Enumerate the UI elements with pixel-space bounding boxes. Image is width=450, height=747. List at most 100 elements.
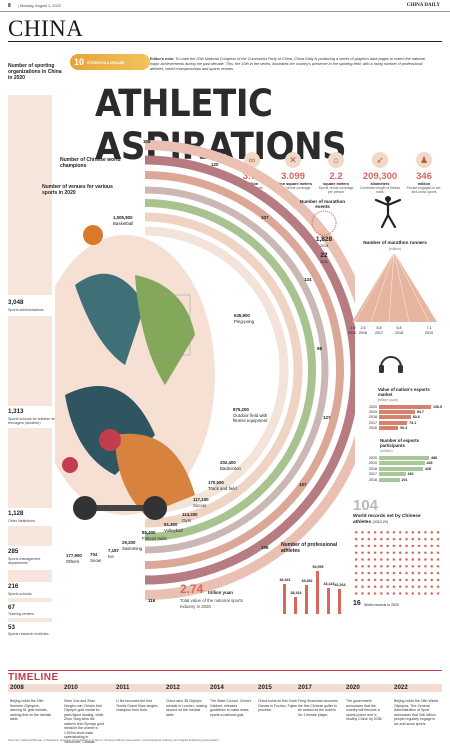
stadium-icon: ⌂ bbox=[328, 152, 344, 168]
champions-label: Number of Chinese world champions bbox=[60, 157, 121, 169]
athlete-bar bbox=[338, 588, 341, 614]
marathon-runners-unit: (million) bbox=[388, 247, 402, 251]
venue-value: 202,400 bbox=[220, 460, 236, 465]
timeline-bar bbox=[8, 684, 442, 692]
org-label: Training centers bbox=[8, 612, 34, 616]
tick-label: 108 bbox=[143, 139, 151, 144]
bar-value: 136.5 bbox=[433, 405, 442, 409]
bar-year: 2016 bbox=[369, 425, 377, 430]
timeline-text: Beijing holds the 29th Summer Olympics, … bbox=[10, 699, 52, 722]
esports-market-unit: (billion yuan) bbox=[378, 398, 399, 402]
stat-unit: kilometers bbox=[370, 182, 390, 186]
venue-value: 875,200 bbox=[233, 407, 249, 412]
badge-text: STRIDES IN A DECADE bbox=[87, 60, 125, 65]
marathon-2011-value: 22 bbox=[320, 252, 328, 259]
runner-year: 2015 bbox=[348, 331, 356, 335]
runner-value: 5.8 bbox=[396, 326, 402, 330]
runner-year: 2016 bbox=[359, 331, 367, 335]
venue-label: Others bbox=[66, 558, 80, 564]
athlete-value: 42,264 bbox=[334, 582, 346, 587]
athlete-value: 46,341 bbox=[279, 578, 291, 583]
athlete-bar bbox=[305, 585, 308, 614]
runner-year: 2017 bbox=[375, 331, 383, 335]
tick-label: 98 bbox=[317, 346, 323, 351]
bar-value: 428 bbox=[425, 466, 431, 471]
bar-value: 445 bbox=[426, 461, 433, 466]
marathon-events-label: Number of marathon events bbox=[299, 199, 346, 209]
bar-year: 2018 bbox=[369, 466, 377, 471]
page-date: | Monday, August 1, 2022 bbox=[18, 3, 61, 8]
arc-rings bbox=[144, 140, 355, 600]
basketball-icon bbox=[83, 225, 103, 245]
stat-per-person: ⌂ 2.2 square meters Sports venue coverag… bbox=[318, 152, 354, 194]
venue-value: 7,187 bbox=[108, 548, 119, 553]
page-header: 8 | Monday, August 1, 2022 CHINA DAILY bbox=[0, 0, 450, 12]
badge-number: 10 bbox=[74, 57, 85, 67]
marathon-dot-circle bbox=[311, 210, 337, 236]
arc-graphic: 108 120 107 124 98 127 107 106 116 bbox=[55, 139, 355, 603]
editors-note: Editor's note: To mark the 20th National… bbox=[150, 57, 435, 72]
runner-value: 5.8 bbox=[376, 326, 382, 330]
org-label: Sports research institutes bbox=[8, 632, 49, 636]
athletes-label: Number of professional athletes bbox=[281, 542, 338, 554]
section-rule bbox=[8, 41, 442, 42]
venue-value: 85,400 bbox=[142, 530, 156, 535]
runner-year: 2018 bbox=[395, 331, 403, 335]
runner-year: 2019 bbox=[425, 331, 433, 335]
tick-label: 106 bbox=[261, 545, 269, 550]
timeline-year: 2014 bbox=[210, 684, 224, 691]
timeline-header: TIMELINE bbox=[8, 670, 442, 684]
timeline-year: 2011 bbox=[116, 684, 130, 691]
org-label: Sports schools for children and teenager… bbox=[8, 417, 58, 425]
org-label: Other institutions bbox=[8, 519, 35, 523]
timeline-year: 2008 bbox=[10, 684, 24, 691]
stat-value: 3.099 bbox=[281, 171, 305, 182]
bar-year: 2018 bbox=[369, 415, 377, 420]
org-label: Sports schools bbox=[8, 592, 32, 596]
market-bar bbox=[379, 405, 431, 409]
dot-grid-schools bbox=[8, 316, 52, 406]
tick-label: 107 bbox=[299, 482, 307, 487]
timeline-year: 2022 bbox=[394, 684, 408, 691]
venue-value: 635,900 bbox=[234, 313, 250, 318]
editors-note-text: To mark the 20th National Congress of th… bbox=[150, 57, 426, 72]
tick-label: 120 bbox=[211, 162, 219, 167]
tick-label: 124 bbox=[304, 277, 312, 282]
venue-label: Basketball bbox=[113, 220, 134, 226]
runner-value: 7.1 bbox=[426, 326, 432, 330]
timeline-year: 2012 bbox=[166, 684, 180, 691]
stat-unit: million bbox=[417, 182, 431, 186]
venue-label: Snow bbox=[90, 557, 101, 563]
athlete-bar bbox=[283, 584, 286, 614]
market-bar bbox=[379, 420, 408, 425]
dot-grid-admin bbox=[8, 95, 52, 295]
org-value: 285 bbox=[8, 548, 19, 555]
athlete-value: 38,164 bbox=[290, 591, 302, 596]
stat-value: 209,300 bbox=[362, 171, 398, 182]
records-2020-value: 16 bbox=[353, 600, 361, 607]
timeline-text: The State Council, China's Cabinet, rele… bbox=[210, 699, 252, 717]
sports-orgs-heading: Number of sporting organizations in Chin… bbox=[8, 63, 62, 81]
athlete-value: 45,452 bbox=[301, 579, 313, 584]
stat-unit: billion square meters bbox=[273, 182, 313, 186]
org-value: 53 bbox=[8, 624, 15, 631]
player-bar bbox=[379, 461, 425, 466]
stat-desc: Sports venue coverage per person bbox=[318, 186, 354, 194]
marathon-2019-value: 1,828 bbox=[315, 236, 333, 243]
bar-year: 2017 bbox=[369, 472, 377, 477]
bar-year: 2020 bbox=[369, 405, 377, 409]
runner-value: 1.6 bbox=[350, 326, 356, 330]
tick-label: 107 bbox=[261, 215, 269, 220]
stat-trails: ➶ 209,300 kilometers Combined length of … bbox=[358, 152, 402, 194]
marathon-2011-year: 2011 bbox=[320, 260, 328, 264]
marathon-runners-chart bbox=[352, 251, 437, 323]
player-bar bbox=[379, 456, 429, 460]
